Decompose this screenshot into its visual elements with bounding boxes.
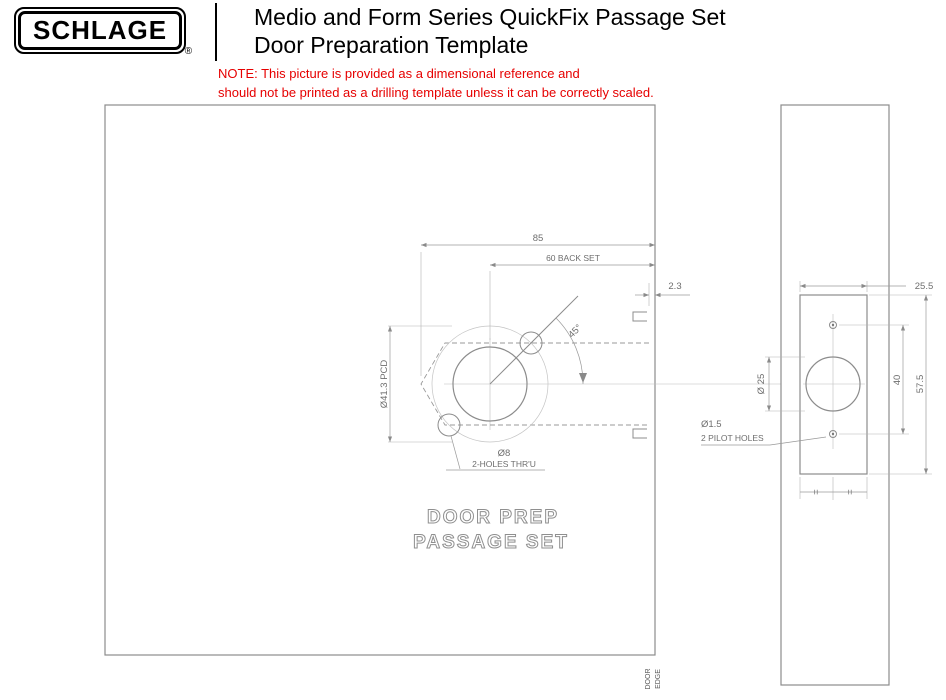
stamp-line-2: PASSAGE SET [413, 532, 569, 553]
dim-latch-dia-label: Ø 25 [756, 374, 767, 395]
pilot-holes-callout: Ø1.5 2 PILOT HOLES [701, 419, 827, 446]
dim-pilot-spacing: 40 [839, 324, 909, 435]
dim-backset-label: 60 BACK SET [546, 253, 600, 263]
centerlines [444, 338, 781, 430]
title-line-1: Medio and Form Series QuickFix Passage S… [254, 4, 726, 30]
logo-text: SCHLAGE [18, 11, 183, 50]
note-line-2: should not be printed as a drilling temp… [218, 85, 654, 100]
holes-note-label: 2-HOLES THR'U [472, 459, 536, 469]
dim-45-label: 45° [566, 322, 584, 340]
pilot-dia-label: Ø1.5 [701, 419, 722, 430]
fixing-holes-callout: Ø8 2-HOLES THR'U [446, 435, 545, 471]
fixing-hole-lower [437, 413, 461, 437]
page-title: Medio and Form Series QuickFix Passage S… [254, 3, 726, 59]
registered-mark-icon: ® [184, 46, 193, 57]
scaling-note: NOTE: This picture is provided as a dime… [218, 64, 654, 102]
pilot-note-label: 2 PILOT HOLES [701, 433, 764, 443]
dim-latch-dia: Ø 25 [756, 356, 805, 412]
schlage-logo: SCHLAGE ® [14, 7, 192, 57]
edge-centerlines [803, 314, 865, 449]
dim-plate-width: 25.5 [799, 281, 934, 292]
title-line-2: Door Preparation Template [254, 32, 529, 58]
dim-backset: 60 BACK SET [489, 253, 655, 340]
door-edge-word-2: EDGE [655, 669, 662, 689]
door-edge-outline [780, 104, 890, 686]
dim-85: 85 [420, 233, 655, 376]
latch-hole [805, 356, 861, 412]
note-line-1: NOTE: This picture is provided as a dime… [218, 66, 580, 81]
equal-mark-left: = [810, 489, 821, 495]
header-divider [215, 3, 217, 61]
dim-pcd-label: Ø41.3 PCD [379, 360, 390, 409]
chassis-dashed-outline [420, 342, 649, 426]
edge-view: 25.5 Ø 25 40 57.5 [701, 104, 934, 686]
equal-centering-marks: = = [799, 477, 868, 500]
door-prep-stamp: DOOR PREP PASSAGE SET [413, 507, 569, 554]
equal-mark-right: = [844, 489, 855, 495]
holes-dia-label: Ø8 [498, 448, 511, 459]
fixing-hole-upper [519, 331, 543, 355]
dim-pcd: Ø41.3 PCD [379, 325, 452, 443]
angle-45-indicator: 45° [489, 295, 587, 385]
dim-plate-height-label: 57.5 [915, 375, 926, 394]
dim-plate-height: 57.5 [869, 294, 932, 475]
pilot-hole-lower [829, 430, 837, 438]
pilot-hole-upper [829, 321, 837, 329]
front-view: 45° 85 60 BACK SET 2.3 [104, 104, 781, 690]
dim-edge-gap-label: 2.3 [668, 281, 681, 292]
edge-bracket-marks [632, 311, 647, 439]
stamp-line-1: DOOR PREP [427, 507, 559, 528]
main-bore-hole [452, 346, 528, 422]
dim-plate-width-label: 25.5 [915, 281, 934, 292]
dim-edge-gap: 2.3 [635, 281, 690, 306]
dim-85-label: 85 [533, 233, 544, 244]
door-edge-word-1: DOOR [645, 669, 652, 690]
dim-pilot-spacing-label: 40 [892, 375, 903, 386]
faceplate-outline [799, 294, 868, 475]
door-face-outline [104, 104, 656, 656]
door-edge-label: DOOR EDGE [645, 669, 662, 690]
